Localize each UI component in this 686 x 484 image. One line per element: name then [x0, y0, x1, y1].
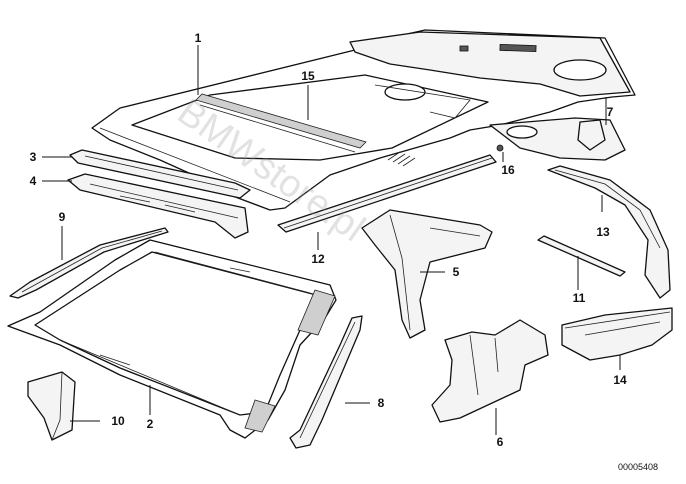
- callout-16: 16: [501, 163, 515, 177]
- leader-lines: [42, 45, 621, 435]
- bracket-10: [27, 371, 76, 441]
- callout-11: 11: [573, 291, 586, 305]
- front-header-4: [67, 173, 249, 239]
- windshield-frame-2: [7, 239, 337, 439]
- roof-panel: [91, 29, 636, 211]
- callout-10: 10: [111, 414, 125, 428]
- fastener-16: [496, 144, 504, 152]
- strip-11: [537, 235, 626, 277]
- callout-8: 8: [378, 396, 385, 410]
- callout-12: 12: [311, 252, 325, 266]
- callout-2: 2: [147, 417, 154, 431]
- roof-rail-12: [277, 154, 497, 233]
- callout-13: 13: [596, 225, 610, 239]
- callout-15: 15: [301, 69, 315, 83]
- callout-3: 3: [30, 150, 37, 164]
- c-pillar-6: [431, 319, 549, 423]
- a-pillar-trim-9: [9, 227, 169, 299]
- reference-number: 00005408: [618, 462, 658, 472]
- callout-1: 1: [195, 31, 202, 45]
- callout-14: 14: [613, 373, 627, 387]
- callout-labels: 1 2 3 4 5 6 7 8 9 10 11 12 13 14 15 16: [30, 31, 627, 449]
- rear-frame-13: [547, 165, 671, 299]
- callout-6: 6: [497, 435, 504, 449]
- front-header-3: [69, 149, 251, 199]
- callout-5: 5: [453, 265, 460, 279]
- a-pillar-inner-8: [289, 315, 363, 449]
- callout-4: 4: [30, 174, 37, 188]
- rear-panel-14: [561, 307, 673, 361]
- callout-9: 9: [59, 210, 66, 224]
- b-pillar-5: [361, 209, 493, 339]
- callout-7: 7: [607, 105, 614, 119]
